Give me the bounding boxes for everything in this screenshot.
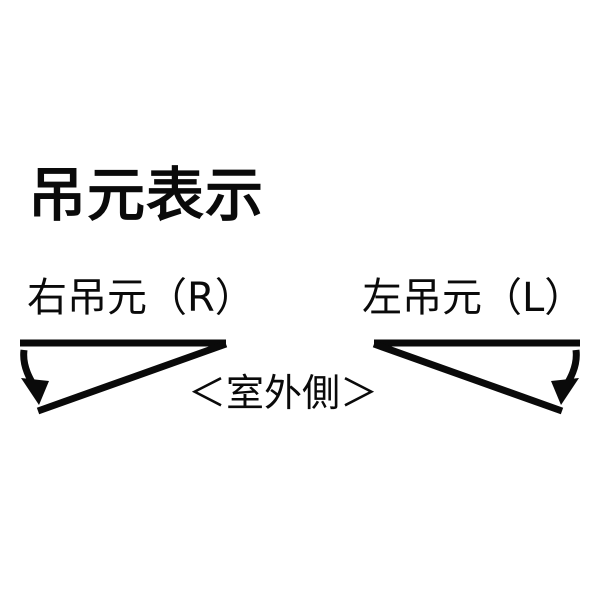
left-hinge-label: 左吊元（L） (362, 275, 585, 321)
page-title: 吊元表示 (28, 161, 265, 229)
right-hinge-label: 右吊元（R） (27, 275, 255, 321)
right-hinge-diagram (20, 339, 228, 415)
left-hinge-diagram (372, 339, 580, 415)
right-hinge-door-leaf-line (36, 340, 228, 415)
left-hinge-door-leaf-line (372, 340, 564, 415)
left-hinge-swing-arrow-head (551, 378, 579, 405)
outside-side-note: ＜室外側＞ (188, 371, 379, 415)
right-hinge-swing-arrow-head (21, 378, 49, 405)
